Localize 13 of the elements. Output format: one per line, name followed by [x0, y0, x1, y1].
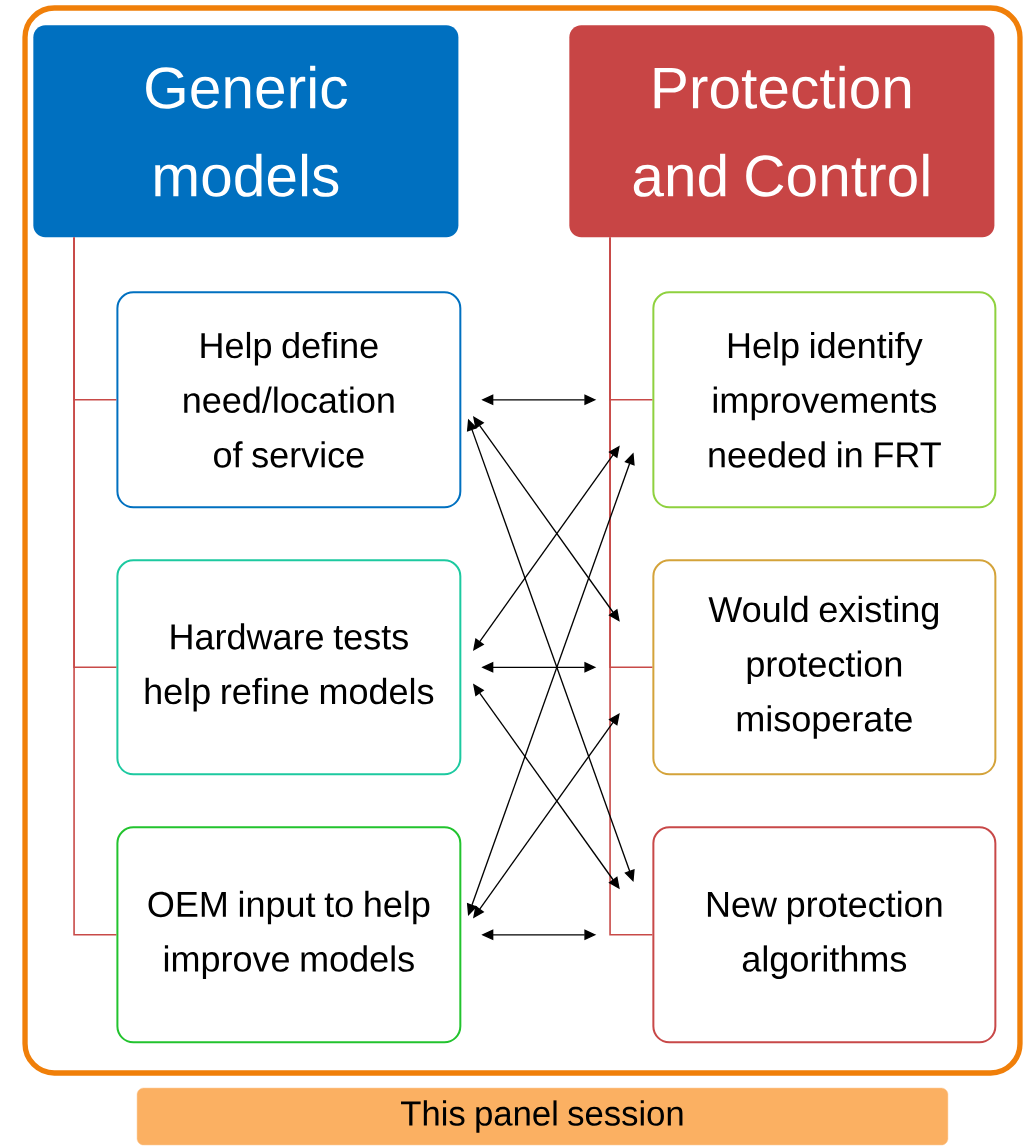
topic-box: Help identify improvements needed in FRT	[652, 291, 997, 509]
session-bar: This panel session	[136, 1087, 949, 1146]
topic-box: Hardware tests help refine models	[116, 559, 462, 776]
topic-box: OEM input to help improve models	[116, 826, 462, 1044]
topic-box: Help define need/location of service	[116, 291, 462, 509]
tree-line	[609, 236, 654, 936]
session-frame	[22, 5, 1023, 1076]
header-box: Protection and Control	[569, 25, 995, 238]
header-box: Generic models	[33, 25, 459, 238]
arrow	[473, 416, 620, 622]
tree-line	[73, 236, 118, 936]
topic-box: Would existing protection misoperate	[652, 559, 997, 776]
topic-box: New protection algorithms	[652, 826, 997, 1044]
